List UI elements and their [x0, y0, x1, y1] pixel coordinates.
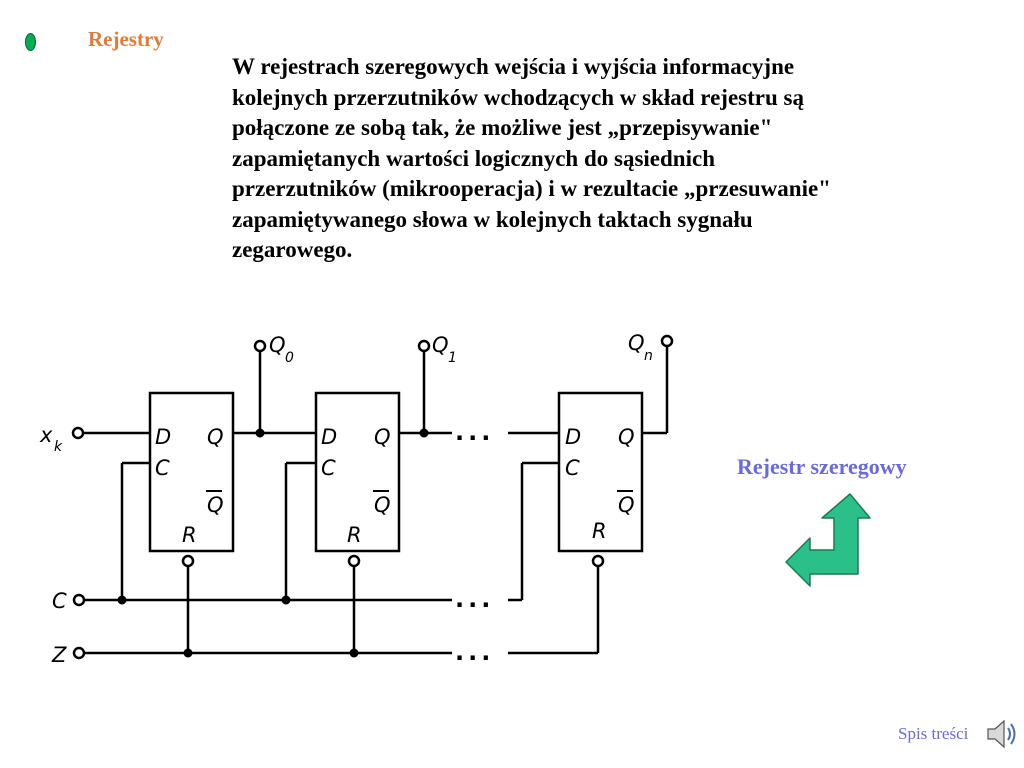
ff2-pin-c: C [321, 456, 336, 480]
ffn-pin-q: Q [618, 425, 635, 449]
toc-link[interactable]: Spis treści [898, 724, 969, 743]
input-c-label: C [52, 589, 67, 613]
ff1-pin-qbar: Q [207, 493, 224, 517]
ff1-pin-q: Q [207, 425, 224, 449]
flipflop-1 [148, 391, 235, 553]
input-x-label: x [39, 423, 53, 447]
diagram-caption: Rejestr szeregowy [737, 454, 907, 479]
input-z-label: Z [51, 643, 67, 667]
ff1-pin-c: C [155, 456, 170, 480]
ellipsis-clock: ... [455, 585, 494, 613]
ff1-pin-d: D [155, 425, 171, 449]
bullet-icon [25, 33, 36, 51]
ff1-pin-r: R [182, 523, 197, 547]
output-q1-sub: 1 [448, 350, 457, 366]
ffn-pin-qbar: Q [618, 493, 635, 517]
shift-register-diagram: ... ... ... x k C Z Q 0 Q 1 Q n D C Q Q … [39, 331, 674, 667]
section-title: Rejestry [88, 27, 164, 51]
input-x-sub: k [54, 439, 63, 455]
ff2-pin-qbar: Q [374, 493, 391, 517]
ffn-pin-r: R [592, 519, 607, 543]
ffn-pin-d: D [565, 425, 581, 449]
flipflop-n [557, 391, 644, 553]
output-q0-label: Q [269, 333, 286, 357]
output-qn-sub: n [644, 348, 653, 364]
ffn-pin-c: C [565, 456, 580, 480]
ellipsis-reset: ... [455, 638, 494, 666]
output-q1-label: Q [432, 333, 449, 357]
flipflop-2 [314, 391, 401, 553]
speaker-icon[interactable] [985, 716, 1019, 752]
output-qn-label: Q [628, 331, 645, 355]
ff2-pin-d: D [321, 425, 337, 449]
ff2-pin-q: Q [374, 425, 391, 449]
ellipsis-data: ... [455, 418, 494, 446]
ff2-pin-r: R [347, 523, 362, 547]
output-q0-sub: 0 [285, 350, 294, 366]
bent-arrow-back-icon[interactable] [782, 492, 874, 588]
description-paragraph: W rejestrach szeregowych wejścia i wyjśc… [232, 54, 831, 262]
